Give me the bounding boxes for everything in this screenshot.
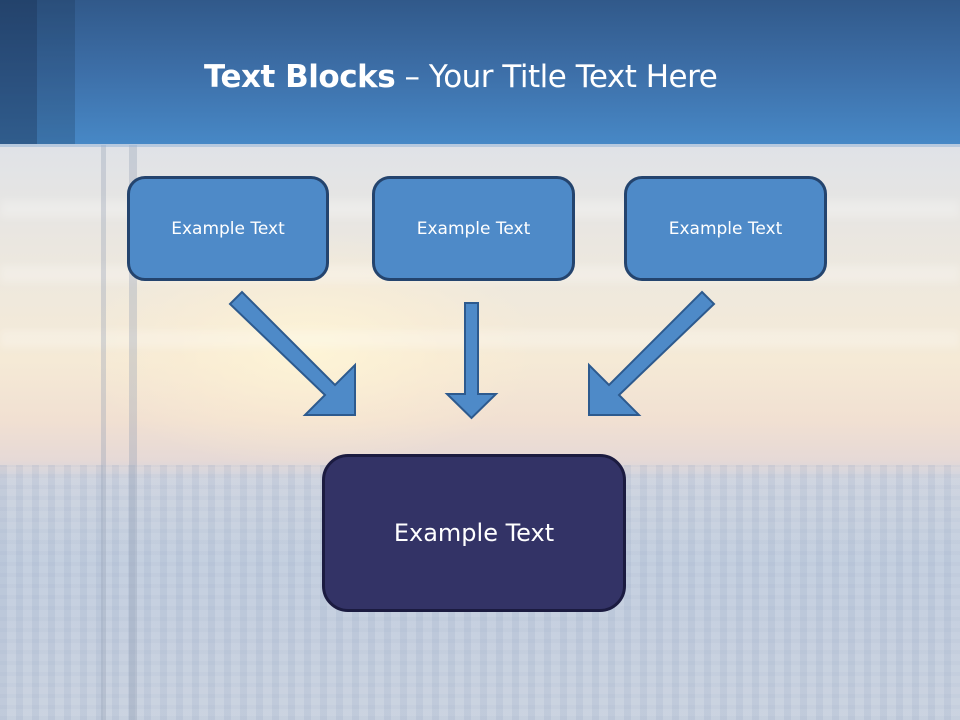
top-block-1[interactable]: Example Text xyxy=(127,176,329,281)
title-separator: – xyxy=(395,59,429,95)
title-bold: Text Blocks xyxy=(204,59,396,95)
header-stripe xyxy=(0,0,37,144)
main-block-label: Example Text xyxy=(393,519,555,547)
tower-cable xyxy=(101,145,106,720)
header-divider xyxy=(0,144,960,147)
top-block-3-label: Example Text xyxy=(668,218,783,239)
slide-title: Text Blocks – Your Title Text Here xyxy=(204,53,718,101)
header-stripe xyxy=(37,0,75,144)
top-block-2[interactable]: Example Text xyxy=(372,176,575,281)
top-block-1-label: Example Text xyxy=(171,218,285,239)
cloud-band xyxy=(0,330,960,348)
top-block-2-label: Example Text xyxy=(416,218,531,239)
title-bar: Text Blocks – Your Title Text Here xyxy=(0,0,960,144)
title-rest: Your Title Text Here xyxy=(428,59,718,95)
top-block-3[interactable]: Example Text xyxy=(624,176,827,281)
main-block[interactable]: Example Text xyxy=(322,454,626,612)
tower-cable xyxy=(129,145,137,720)
